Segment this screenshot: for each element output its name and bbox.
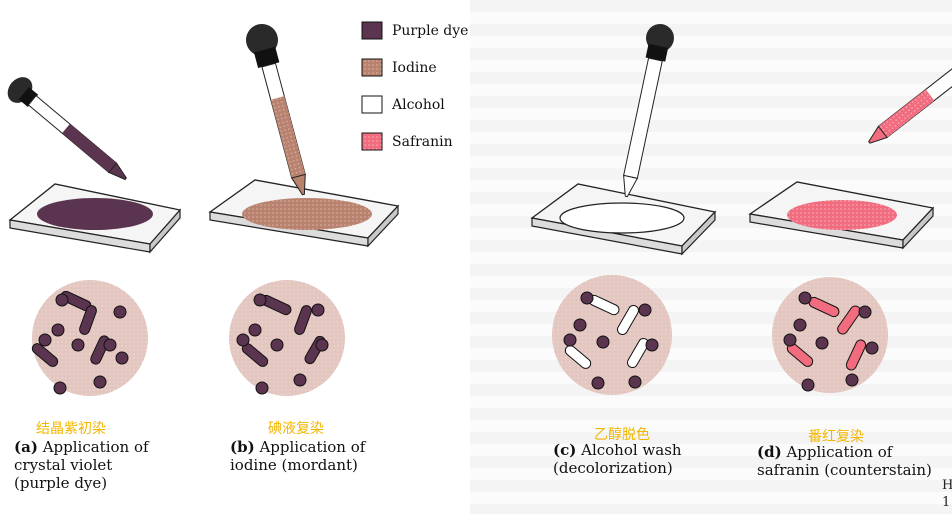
caption-a: (a) Application of crystal violet (purpl… xyxy=(14,438,149,492)
chinese-label-a: 结晶紫初染 xyxy=(36,421,106,437)
corner-text-1: H xyxy=(942,478,952,493)
caption-a-line3: (purple dye) xyxy=(14,474,108,492)
slide-c xyxy=(530,183,717,256)
dropper-c xyxy=(623,24,674,198)
stain-spot-safranin xyxy=(787,200,897,230)
microscope-view-a xyxy=(31,280,148,396)
corner-text-2: 1 xyxy=(942,495,951,510)
stain-spot-alcohol xyxy=(559,202,685,234)
caption-d: (d) Application of safranin (counterstai… xyxy=(757,443,932,479)
legend-label-alcohol: Alcohol xyxy=(392,97,445,113)
microscope-view-b xyxy=(229,280,345,396)
chinese-label-d: 番红复染 xyxy=(808,429,864,445)
slide-a xyxy=(8,183,182,254)
caption-b-line2: iodine (mordant) xyxy=(230,456,358,474)
slide-d xyxy=(748,181,935,250)
dropper-b xyxy=(246,23,306,196)
legend-swatch-alcohol xyxy=(361,95,383,114)
legend-swatch-purple-dye xyxy=(361,21,383,40)
microscope-view-c xyxy=(552,275,672,395)
caption-b-letter: (b) xyxy=(230,438,255,456)
caption-c-line1: Alcohol wash xyxy=(581,441,682,459)
caption-b-line1: Application of xyxy=(259,438,366,456)
caption-b: (b) Application of iodine (mordant) xyxy=(230,438,365,474)
caption-a-letter: (a) xyxy=(14,438,38,456)
background-text-page xyxy=(470,0,952,514)
stain-spot-iodine xyxy=(242,198,372,230)
caption-a-line1: Application of xyxy=(42,438,149,456)
caption-d-line1: Application of xyxy=(786,443,893,461)
legend-label-safranin: Safranin xyxy=(392,134,453,150)
caption-d-letter: (d) xyxy=(757,443,782,461)
legend-swatch-iodine xyxy=(361,58,383,77)
dropper-a xyxy=(7,77,127,181)
dropper-d xyxy=(868,67,952,144)
legend-label-purple-dye: Purple dye xyxy=(392,23,469,39)
caption-c-letter: (c) xyxy=(553,441,577,459)
legend-swatch-safranin xyxy=(361,132,383,151)
legend-label-iodine: Iodine xyxy=(392,60,437,76)
caption-c: (c) Alcohol wash (decolorization) xyxy=(553,441,682,477)
microscope-view-d xyxy=(772,277,888,393)
caption-c-line2: (decolorization) xyxy=(553,459,673,477)
chinese-label-c: 乙醇脱色 xyxy=(594,427,650,443)
chinese-label-b: 碘液复染 xyxy=(268,421,324,437)
legend-swatches xyxy=(361,21,383,151)
slide-b xyxy=(208,179,400,248)
caption-a-line2: crystal violet xyxy=(14,456,113,474)
stain-spot-purple xyxy=(37,198,153,230)
caption-d-line2: safranin (counterstain) xyxy=(757,461,932,479)
